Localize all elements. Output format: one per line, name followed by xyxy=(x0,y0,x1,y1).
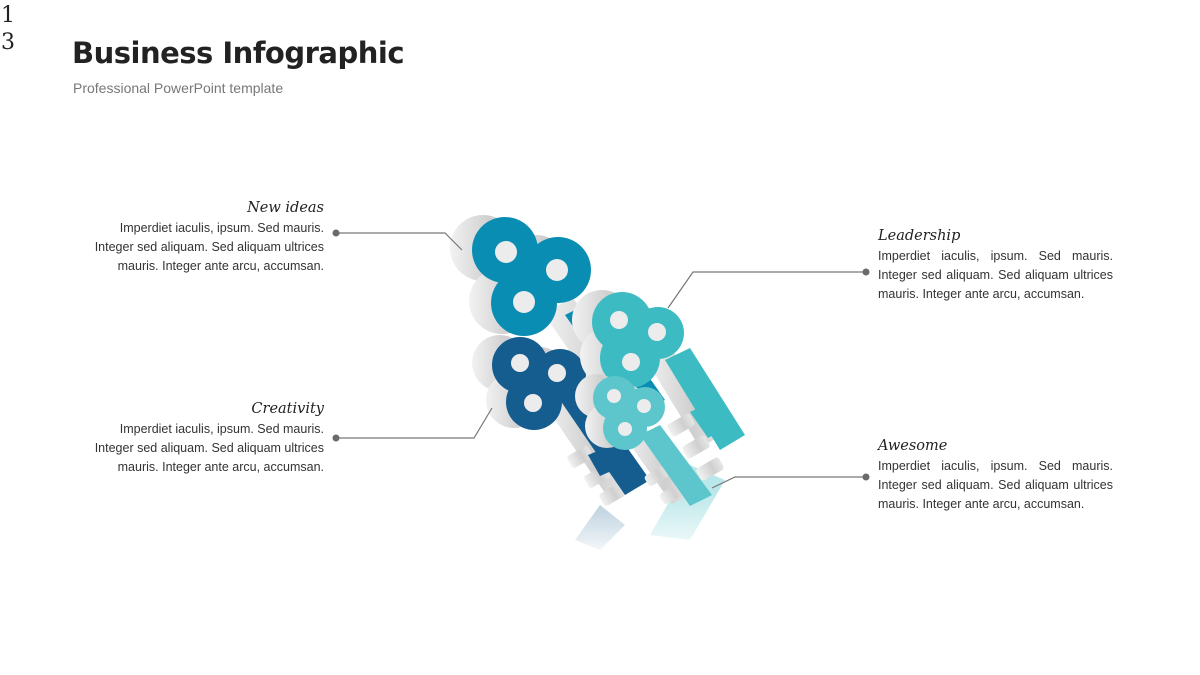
keys-reflection xyxy=(540,465,760,560)
connector-dot xyxy=(862,268,870,276)
slide-subtitle: Professional PowerPoint template xyxy=(73,80,284,96)
key-hole xyxy=(546,259,568,281)
connector-dot xyxy=(862,473,870,481)
connectors xyxy=(336,232,866,489)
text-block-creativity: Creativity Imperdiet iaculis, ipsum. Sed… xyxy=(89,401,324,477)
key-hole xyxy=(610,311,628,329)
key-turquoise-bit xyxy=(690,400,732,438)
key-hole xyxy=(622,353,640,371)
body-leadership: Imperdiet iaculis, ipsum. Sed mauris. In… xyxy=(878,249,1113,301)
connector-dot xyxy=(332,229,340,237)
heading-creativity: Creativity xyxy=(251,401,324,417)
text-block-new-ideas: New ideas Imperdiet iaculis, ipsum. Sed … xyxy=(89,200,324,276)
page-number: 1 3 xyxy=(1,3,15,55)
key-hole xyxy=(648,323,666,341)
key-turquoise-teeth xyxy=(667,413,724,481)
key-turquoise xyxy=(572,290,745,481)
key-hole xyxy=(618,422,632,436)
body-new-ideas: Imperdiet iaculis, ipsum. Sed mauris. In… xyxy=(94,221,324,273)
text-block-leadership: Leadership Imperdiet iaculis, ipsum. Sed… xyxy=(878,228,1113,304)
key-hole xyxy=(511,354,529,372)
heading-new-ideas: New ideas xyxy=(247,200,324,216)
key-hole xyxy=(607,389,621,403)
key-light-turquoise xyxy=(575,374,712,506)
key-navy-blue-bit xyxy=(588,445,625,476)
connector-dot xyxy=(332,434,340,442)
key-hole xyxy=(637,399,651,413)
key-light-turquoise-shaft xyxy=(640,425,712,506)
key-hole xyxy=(495,241,517,263)
key-hole xyxy=(548,364,566,382)
slide-title: Business Infographic xyxy=(72,36,405,70)
text-block-awesome: Awesome Imperdiet iaculis, ipsum. Sed ma… xyxy=(878,438,1113,514)
connector-awesome xyxy=(711,476,866,489)
heading-awesome: Awesome xyxy=(878,438,948,454)
reflection-fade xyxy=(540,490,760,560)
key-hole xyxy=(524,394,542,412)
heading-leadership: Leadership xyxy=(878,228,961,244)
connector-new-ideas xyxy=(336,232,463,251)
key-hole xyxy=(513,291,535,313)
connector-creativity xyxy=(336,407,493,439)
connector-dots xyxy=(332,229,870,481)
body-creativity: Imperdiet iaculis, ipsum. Sed mauris. In… xyxy=(94,422,324,474)
body-awesome: Imperdiet iaculis, ipsum. Sed mauris. In… xyxy=(878,459,1113,511)
connector-leadership xyxy=(667,271,866,309)
